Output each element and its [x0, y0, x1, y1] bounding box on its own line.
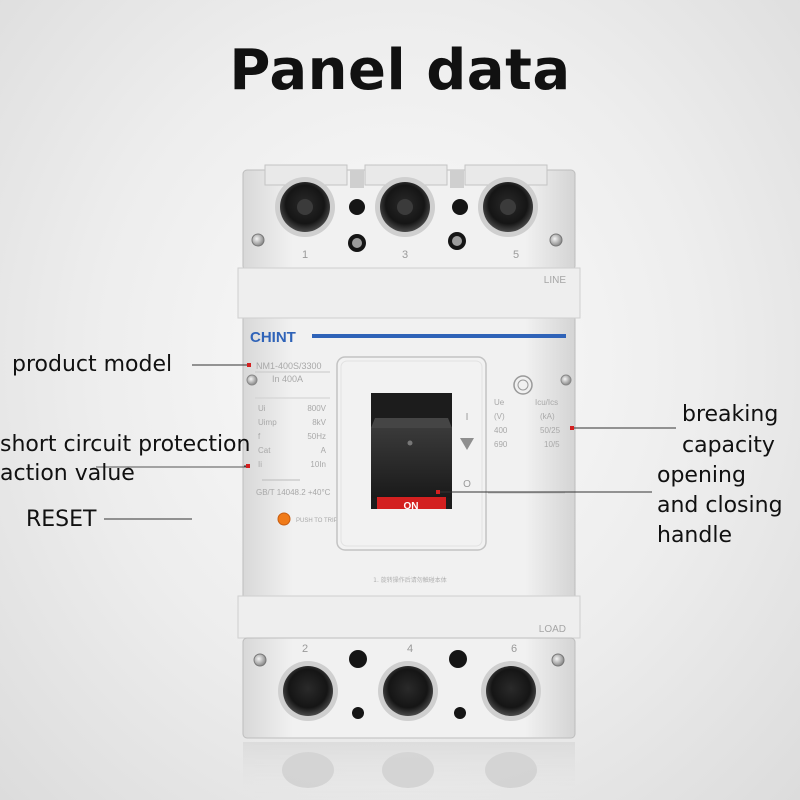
spec-head: Icu/Ics: [535, 398, 558, 407]
in-rating: In 400A: [272, 374, 303, 384]
terminal-number-bottom: 2: [302, 643, 308, 655]
line-label: LINE: [544, 275, 567, 286]
spec-key: Cat: [258, 446, 271, 455]
callout-text: short circuit protection: [0, 432, 251, 457]
callout-text: capacity: [682, 433, 775, 458]
spec-plate-right: Ue Icu/Ics (V) (kA) 400 50/25 690 10/5: [488, 375, 565, 494]
spec-head: Ue: [494, 398, 505, 407]
callout-text: and closing: [657, 493, 783, 518]
spec-value: A: [321, 446, 327, 455]
callout-text: breaking: [682, 402, 779, 427]
callout-handle: opening and closing handle: [657, 461, 783, 551]
load-terminal-block: [237, 595, 581, 639]
terminal-number-top: 5: [513, 249, 519, 261]
load-terminal-holes: [253, 650, 565, 721]
handle-mark-off: O: [463, 479, 471, 490]
callout-text: action value: [0, 461, 135, 486]
callout-leaders: [96, 364, 676, 520]
spec-value: 10In: [310, 460, 326, 469]
standard-note: GB/T 14048.2 +40°C: [256, 488, 331, 497]
load-terminal-numbers: 2 4 6: [302, 643, 517, 655]
terminal-number-bottom: 6: [511, 643, 517, 655]
push-to-trip-label: PUSH TO TRIP: [296, 518, 338, 524]
callout-text: product model: [12, 352, 173, 377]
terminal-number-top: 3: [402, 249, 408, 261]
spec-plate-left: NM1-400S/3300 In 400A Ui 800V Uimp 8kV f…: [255, 361, 338, 524]
terminal-number-top: 1: [302, 249, 308, 261]
accent-stripe: [312, 334, 566, 338]
callout-breaking-capacity: breaking capacity: [682, 399, 778, 461]
on-indicator: [377, 497, 446, 509]
callout-text: handle: [657, 523, 732, 548]
spec-key: f: [258, 432, 261, 441]
model-number: NM1-400S/3300: [256, 361, 322, 371]
spec-unit: (V): [494, 412, 505, 421]
callout-reset: RESET: [26, 505, 97, 535]
handle-on-label: ON: [404, 501, 419, 512]
spec-value: 8kV: [312, 418, 326, 427]
floor-reflection: [243, 742, 575, 800]
page-title: Panel data: [229, 38, 571, 103]
spec-value: 50Hz: [307, 432, 326, 441]
handle-mark-on: I: [466, 412, 469, 423]
spec-cell: 50/25: [540, 426, 561, 435]
spec-value: 800V: [307, 404, 326, 413]
callout-text: RESET: [26, 507, 97, 532]
reset-button[interactable]: [277, 512, 291, 526]
brand-logo: CHINT: [250, 329, 296, 346]
spec-unit: (kA): [540, 412, 555, 421]
load-label: LOAD: [539, 624, 566, 635]
terminal-number-bottom: 4: [407, 643, 413, 655]
callout-text: opening: [657, 463, 746, 488]
on-off-handle[interactable]: [371, 428, 452, 498]
callout-short-circuit: short circuit protection action value: [0, 430, 250, 488]
spec-key: Uimp: [258, 418, 277, 427]
footer-note: 1. 旋转操作后请勿触碰本体: [373, 576, 447, 584]
callout-markers: [246, 363, 574, 494]
spec-cell: 400: [494, 426, 508, 435]
spec-cell: 690: [494, 440, 508, 449]
callout-product-model: product model: [12, 350, 172, 380]
certification-mark-icon: [513, 375, 533, 395]
line-terminal-numbers: 1 3 5: [302, 249, 519, 261]
spec-cell: 10/5: [544, 440, 560, 449]
line-terminal-holes: [251, 177, 563, 252]
spec-key: Ui: [258, 404, 266, 413]
direction-arrow-icon: [460, 438, 474, 450]
spec-key: Ii: [258, 460, 262, 469]
